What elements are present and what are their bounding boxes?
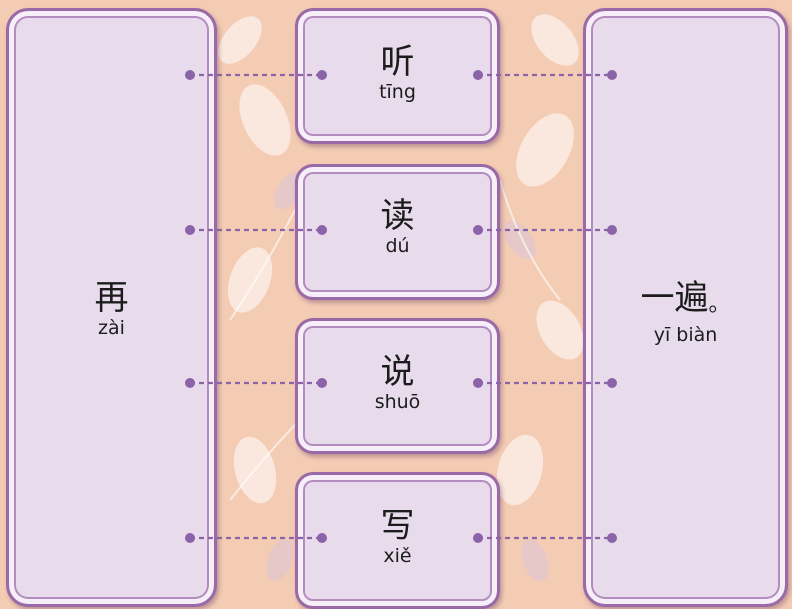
middle-hanzi: 读 (380, 196, 415, 236)
right-card: 一遍。 yī biàn (583, 8, 788, 607)
right-pinyin: yī biàn (653, 324, 718, 346)
middle-pinyin: shuō (374, 391, 421, 413)
middle-hanzi: 听 (380, 42, 415, 82)
middle-card-xie[interactable]: 写 xiě (295, 472, 500, 609)
left-hanzi: 再 (94, 278, 129, 318)
right-hanzi-text: 一遍 (640, 278, 709, 318)
middle-card-ting[interactable]: 听 tīng (295, 8, 500, 144)
middle-pinyin: xiě (383, 545, 412, 567)
right-hanzi: 一遍。 (586, 279, 785, 324)
middle-hanzi: 说 (380, 352, 415, 392)
middle-hanzi: 写 (380, 506, 415, 546)
middle-pinyin: tīng (379, 81, 416, 103)
middle-pinyin: dú (385, 235, 410, 257)
middle-card-du[interactable]: 读 dú (295, 164, 500, 300)
left-pinyin: zài (98, 317, 125, 339)
middle-card-shuo[interactable]: 说 shuō (295, 318, 500, 454)
right-period: 。 (708, 292, 731, 317)
left-card: 再 zài (6, 8, 217, 607)
